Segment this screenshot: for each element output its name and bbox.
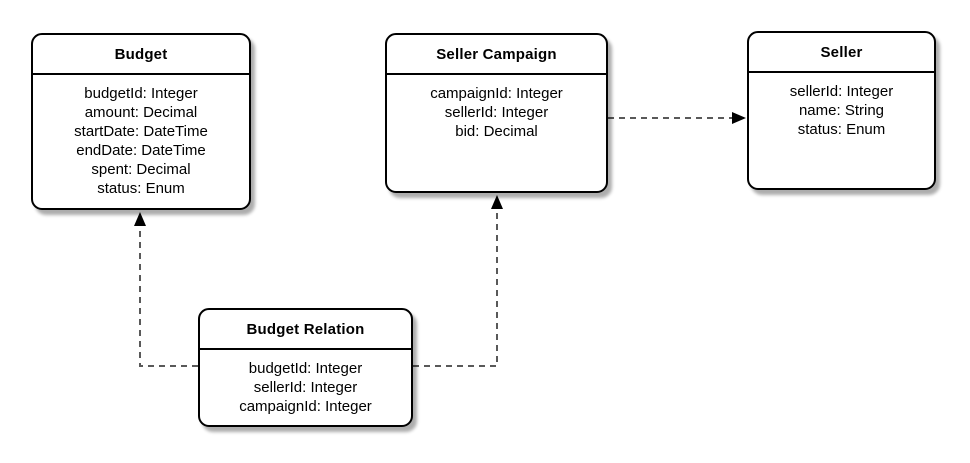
entity-field: budgetId: Integer: [84, 85, 198, 102]
entity-field-list: budgetId: Integer sellerId: Integer camp…: [200, 350, 411, 416]
entity-field: budgetId: Integer: [248, 360, 363, 377]
entity-seller[interactable]: Seller sellerId: Integer name: String st…: [747, 31, 936, 190]
entity-field: endDate: DateTime: [76, 142, 206, 159]
entity-title: Seller Campaign: [387, 35, 606, 75]
entity-field: status: Enum: [97, 180, 185, 197]
connector-budget-relation-to-budget[interactable]: [134, 212, 198, 367]
entity-title: Budget Relation: [200, 310, 411, 350]
entity-field: campaignId: Integer: [430, 85, 563, 102]
entity-field: sellerId: Integer: [253, 379, 358, 396]
entity-field-list: campaignId: Integer sellerId: Integer bi…: [387, 75, 606, 141]
entity-title: Budget: [33, 35, 249, 75]
entity-field-list: sellerId: Integer name: String status: E…: [749, 73, 934, 139]
entity-field: amount: Decimal: [84, 104, 198, 121]
entity-budget[interactable]: Budget budgetId: Integer amount: Decimal…: [31, 33, 251, 210]
entity-field: name: String: [798, 102, 885, 119]
entity-field: startDate: DateTime: [74, 123, 208, 140]
entity-title: Seller: [749, 33, 934, 73]
entity-field: campaignId: Integer: [239, 398, 372, 415]
entity-field: status: Enum: [797, 121, 886, 138]
entity-seller-campaign[interactable]: Seller Campaign campaignId: Integer sell…: [385, 33, 608, 193]
entity-field: sellerId: Integer: [789, 83, 894, 100]
entity-field: sellerId: Integer: [444, 104, 549, 121]
connector-budget-relation-to-seller-campaign[interactable]: [413, 195, 503, 367]
entity-budget-relation[interactable]: Budget Relation budgetId: Integer seller…: [198, 308, 413, 427]
entity-field: spent: Decimal: [91, 161, 191, 178]
entity-field: bid: Decimal: [455, 123, 538, 140]
entity-field-list: budgetId: Integer amount: Decimal startD…: [33, 75, 249, 198]
